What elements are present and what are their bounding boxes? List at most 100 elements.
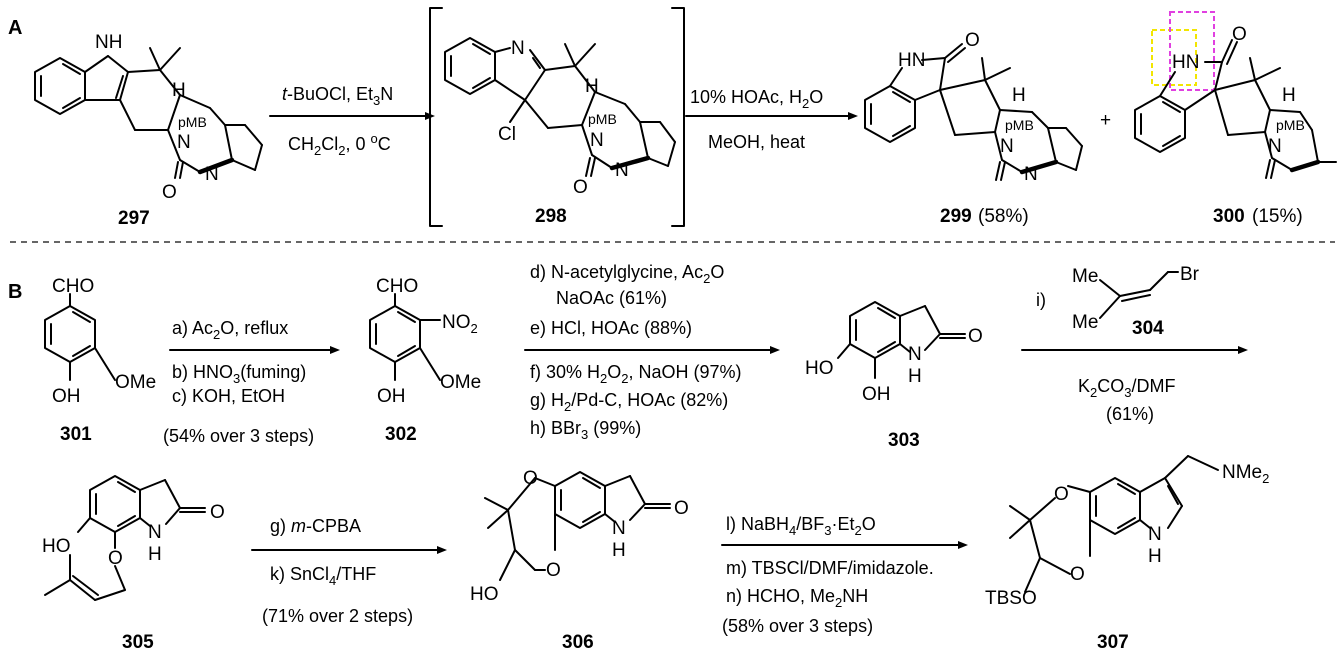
compound-307-structure [1009,455,1219,593]
atom-o: O [573,177,588,198]
atom-nme2: NMe2 [1222,462,1269,486]
atom-n: N [205,164,219,185]
atom-cl: Cl [498,124,516,145]
step2-reagent-top: 10% HOAc, H2O [690,87,823,111]
compound-number-304: 304 [1132,318,1164,339]
section-label-a: A [8,17,22,39]
atom-cho: CHO [52,276,94,297]
compound-298-structure [444,37,676,177]
atom-cho: CHO [376,276,418,297]
step-ln-yield: (58% over 3 steps) [722,616,873,636]
atom-h: H [1148,546,1162,567]
atom-h: H [585,76,599,97]
compound-304-structure [1099,271,1179,319]
atom-o: O [1054,484,1069,505]
atom-h: H [1012,85,1026,106]
compound-number-301: 301 [60,424,92,445]
atom-o: O [546,560,561,581]
compound-299-structure [864,43,1083,181]
section-label-b: B [8,281,22,303]
atom-n: N [1000,136,1014,157]
atom-pmb: pMB [588,111,617,127]
atom-oh: OH [862,384,891,405]
bracket-right [671,7,685,227]
atom-o: O [674,498,689,519]
atom-ome: OMe [115,372,156,393]
atom-ho: HO [42,536,71,557]
step2-reagent-bottom: MeOH, heat [708,132,805,152]
plus-sign: + [1100,110,1111,131]
compound-302-structure [369,293,441,381]
compound-number-300: 300 [1213,206,1245,227]
atom-o: O [108,548,123,569]
compound-number-298: 298 [535,206,567,227]
atom-o: O [162,182,177,203]
compound-number-306: 306 [562,632,594,653]
step-f: f) 30% H2O2, NaOH (97%) [530,362,742,386]
step-c: c) KOH, EtOH [172,386,285,406]
step1-reagent-bottom: CH2Cl2, 0 oC [288,131,391,158]
atom-o: O [523,468,538,489]
atom-h: H [908,366,922,387]
step-g2: g) m-CPBA [270,516,361,536]
atom-h: H [1282,85,1296,106]
atom-n: N [1024,164,1038,185]
atom-n: N [148,522,162,543]
atom-pmb: pMB [178,114,207,130]
step-b: b) HNO3(fuming) [172,362,306,386]
highlight-box-yellow [1151,29,1197,86]
atom-oh: OH [52,386,81,407]
step-a: a) Ac2O, reflux [172,318,288,342]
step-abc-yield: (54% over 3 steps) [163,426,314,446]
compound-303-structure [837,301,966,379]
step-i-conditions: K2CO3/DMF [1078,376,1175,400]
atom-n: N [177,132,191,153]
atom-tbso: TBSO [985,588,1037,609]
atom-nh: NH [95,32,122,53]
step-n: n) HCHO, Me2NH [726,586,868,610]
atom-ome: OMe [440,372,481,393]
step-k: k) SnCl4/THF [270,564,376,588]
atom-h: H [148,544,162,565]
atom-n: N [908,344,922,365]
arrow-head [330,346,340,354]
atom-me: Me [1072,266,1098,287]
atom-n: N [1148,524,1162,545]
compound-number-305: 305 [122,632,154,653]
atom-br: Br [1180,264,1200,285]
atom-hn: HN [898,50,925,71]
yield-300: (15%) [1252,206,1303,227]
compound-number-302: 302 [385,424,417,445]
atom-o: O [1070,564,1085,585]
compound-301-structure [44,293,116,381]
step1-reagent-top: t-BuOCl, Et3N [282,84,393,108]
atom-ho: HO [470,584,499,605]
step-e: e) HCl, HOAc (88%) [530,318,692,338]
atom-hn: HN [1172,52,1199,73]
atom-n: N [615,160,629,181]
step-i-label: i) [1036,290,1046,310]
compound-number-307: 307 [1097,632,1129,653]
atom-o: O [210,502,225,523]
compound-300-structure [1134,39,1337,179]
arrow-head [848,112,858,120]
atom-n: N [511,38,525,59]
arrow-head [958,541,968,549]
step-i-yield: (61%) [1106,404,1154,424]
atom-no2: NO2 [442,312,478,336]
compound-number-297: 297 [118,208,150,229]
step-gk-yield: (71% over 2 steps) [262,606,413,626]
atom-oh: OH [377,386,406,407]
atom-ho: HO [805,358,834,379]
atom-o: O [965,30,980,51]
step-m: m) TBSCl/DMF/imidazole. [726,558,934,578]
compound-306-structure [484,471,671,581]
arrow-head [1238,346,1248,354]
yield-299: (58%) [978,206,1029,227]
atom-pmb: pMB [1005,117,1034,133]
atom-n: N [612,518,626,539]
step-d-2: NaOAc (61%) [556,288,667,308]
step-l: l) NaBH4/BF3·Et2O [726,514,876,538]
compound-305-structure [44,475,206,601]
compound-number-303: 303 [888,430,920,451]
